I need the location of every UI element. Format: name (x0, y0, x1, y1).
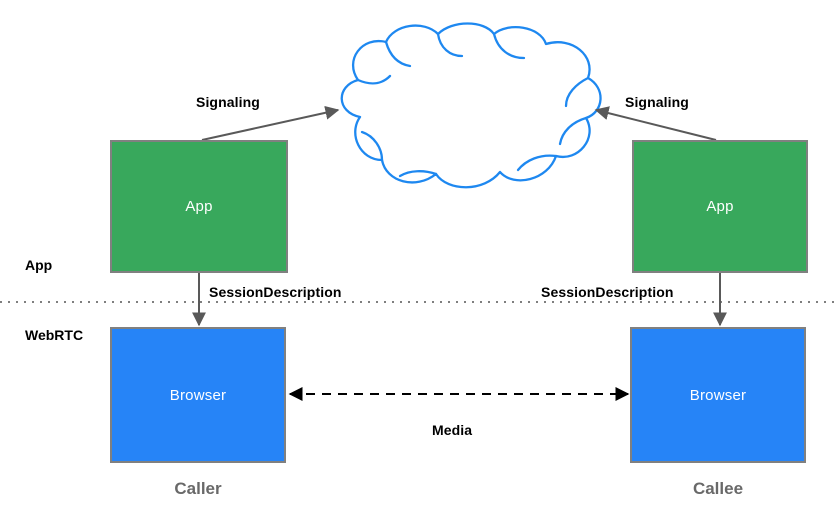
role-label-callee: Callee (692, 479, 744, 498)
caller-signaling-arrow (201, 105, 340, 141)
signaling-cloud-icon (340, 22, 602, 189)
node-callee-browser[interactable]: Browser (630, 327, 806, 463)
node-caller-browser-label: Browser (169, 386, 227, 404)
node-caller-browser[interactable]: Browser (110, 327, 286, 463)
lane-label-app: App (25, 257, 53, 273)
callee-signaling-arrow (594, 106, 717, 141)
lane-label-webrtc: WebRTC (25, 327, 84, 343)
role-label-caller: Caller (174, 479, 222, 498)
edge-label-media: Media (432, 422, 473, 438)
edge-label-caller-sessiondescription: SessionDescription (209, 284, 342, 300)
edge-label-callee-signaling: Signaling (625, 94, 689, 110)
node-callee-app[interactable]: App (632, 140, 808, 273)
node-caller-app-label: App (185, 198, 213, 215)
node-caller-app[interactable]: App (110, 140, 288, 273)
node-callee-app-label: App (706, 198, 734, 215)
edge-label-callee-sessiondescription: SessionDescription (541, 284, 674, 300)
node-callee-browser-label: Browser (689, 386, 747, 404)
edge-label-caller-signaling: Signaling (196, 94, 260, 110)
